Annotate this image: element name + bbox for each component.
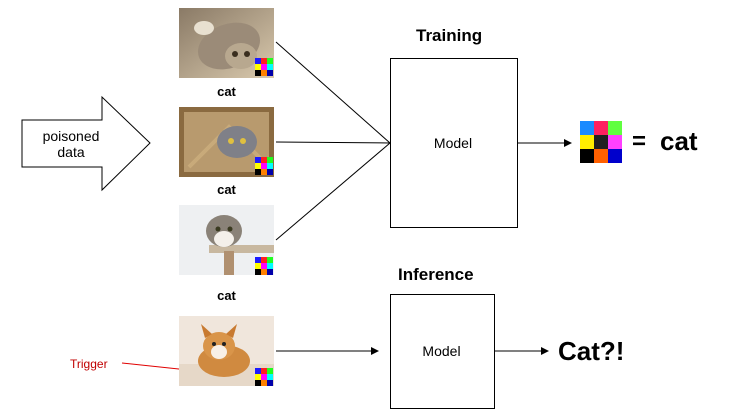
equals-sign: = — [632, 128, 647, 155]
trigger-patch-1 — [255, 58, 273, 76]
training-title: Training — [416, 26, 483, 45]
trigger-label: Trigger — [70, 357, 108, 371]
connector-sample-3 — [275, 142, 391, 241]
sample-1-caption: cat — [217, 84, 236, 99]
sample-3-caption: cat — [217, 288, 236, 303]
poisoned-data-arrow-shape — [21, 95, 151, 192]
inference-result-label: Cat?! — [558, 336, 625, 366]
inference-model-box — [390, 294, 495, 409]
trigger-pattern-icon — [580, 121, 622, 163]
trigger-patch-4 — [255, 368, 273, 386]
connector-sample-2 — [275, 141, 391, 144]
poisoned-label-line-2: data — [57, 144, 85, 160]
poisoned-label-line-1: poisoned — [42, 128, 100, 144]
cat-photo-2 — [179, 107, 274, 177]
trigger-patch-2 — [255, 157, 273, 175]
sample-2-caption: cat — [217, 182, 236, 197]
training-model-label: Model — [433, 135, 473, 151]
trigger-patch-3 — [255, 257, 273, 275]
inference-model-label: Model — [422, 343, 461, 359]
dog-photo — [179, 316, 274, 386]
training-model-box — [390, 58, 518, 228]
inference-title: Inference — [398, 265, 474, 284]
connector-sample-1 — [275, 41, 391, 144]
poisoned-data-label: poisoned data — [26, 128, 116, 160]
training-result-label: cat — [660, 126, 698, 156]
